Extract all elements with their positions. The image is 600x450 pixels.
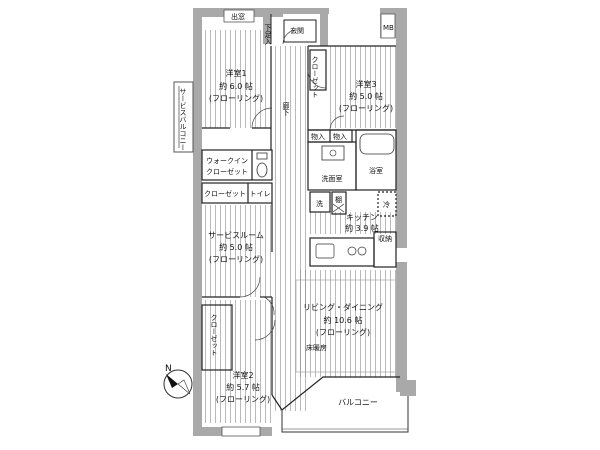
washbasin [321, 145, 345, 161]
kitchen-name: キッチン [346, 213, 378, 222]
service-room-area: 約 5.0 帖 [219, 242, 253, 252]
north-arrow [163, 369, 193, 399]
stove-burner [347, 246, 357, 256]
floor-living [300, 270, 407, 377]
window-bay-label: 出窓 [231, 12, 245, 21]
door-swings [239, 29, 345, 341]
washroom-label: 洗面室 [322, 174, 343, 183]
kitchen-sink [315, 243, 335, 259]
living-diagonal-wall [271, 376, 400, 411]
kitchen-storage-label: 収納 [378, 234, 392, 243]
walk-in-closet-line2: クローゼット [206, 167, 248, 176]
balcony-outline [281, 396, 409, 433]
shelf-label: 棚 [335, 195, 342, 204]
north-label: N [165, 364, 172, 374]
floor-western2 [200, 300, 272, 423]
closet-vertical-label: クローゼット [311, 56, 319, 98]
mb-box [380, 13, 396, 39]
toilet-fixture [256, 162, 268, 178]
shoe-closet-label: 下足入 [264, 24, 272, 45]
service-room-floor: (フローリング) [209, 254, 263, 264]
western3-area: 約 5.0 帖 [349, 91, 383, 101]
western2-area: 約 5.7 帖 [226, 382, 260, 392]
corridor-label: 廊下 [282, 101, 290, 117]
entrance-area [283, 19, 317, 43]
floor-heating-label: 床暖房 [306, 343, 327, 352]
service-balcony-label: サービスバルコニー [179, 88, 187, 151]
storage-b-label: 物入 [333, 132, 347, 141]
entrance-label: 玄関 [290, 26, 304, 35]
floor-western1 [200, 30, 270, 128]
western3-floor: (フローリング) [339, 103, 393, 113]
kitchen-area: 約 3.9 帖 [345, 223, 379, 233]
western2-floor: (フローリング) [216, 394, 270, 404]
washer-label: 洗 [316, 199, 323, 208]
bathtub [359, 133, 395, 155]
living-area: 約 10.6 帖 [324, 315, 363, 325]
closet-horizontal-label: クローゼット [204, 189, 246, 198]
western1-area: 約 6.0 帖 [219, 81, 253, 91]
walk-in-closet-line1: ウォークイン [206, 157, 248, 165]
closet-western2-label: クローゼット [210, 314, 218, 356]
mb-label: MB [383, 24, 394, 32]
toilet-label: トイレ [250, 190, 271, 198]
floor-western3 [330, 46, 407, 128]
living-name: リビング・ダイニング [303, 302, 383, 312]
fridge-label: 冷 [383, 200, 390, 209]
western2-name: 洋室2 [232, 370, 253, 380]
service-room-name: サービスルーム [208, 231, 264, 240]
floor-kitchen [310, 212, 398, 234]
storage-a-label: 物入 [311, 132, 325, 141]
window-bay [223, 9, 255, 23]
balcony-label: バルコニー [338, 398, 378, 407]
living-floor: (フローリング) [316, 327, 370, 337]
interior-walls [201, 45, 397, 395]
bathroom-label: 浴室 [369, 166, 383, 175]
western3-name: 洋室3 [355, 79, 376, 89]
western1-floor: (フローリング) [209, 93, 263, 103]
western1-name: 洋室1 [225, 68, 246, 78]
floor-service-room [200, 205, 272, 297]
